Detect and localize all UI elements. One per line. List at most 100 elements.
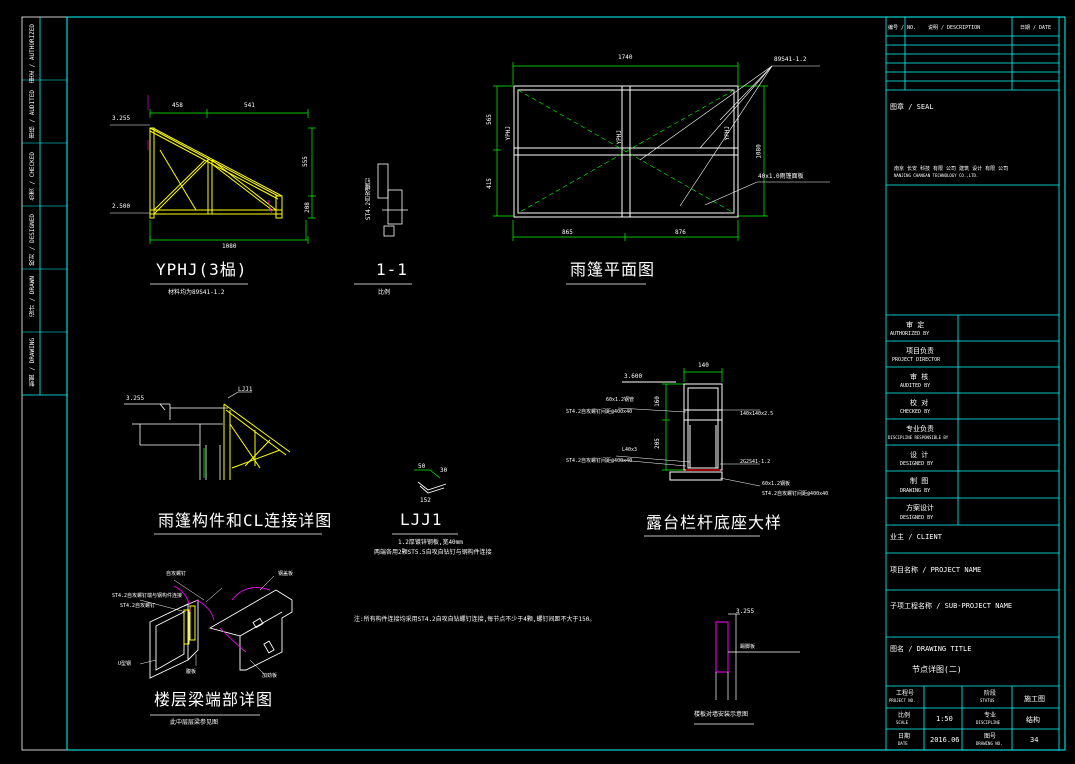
left-strip-label-2: 审核 / AUDITED [29,90,36,139]
tb-role-5-cn: 设 计 [910,451,929,459]
plan-label-2: YPHJ [505,126,512,141]
plan-label-3: YPHJ [616,130,623,145]
section-1-1-note: 比例 [378,289,391,296]
tb-bottom-0-label-en: PROJECT NO. [889,698,916,703]
ljj1-detail [392,469,458,535]
beam-label-3: ST4.2自攻螺钉 [120,603,156,609]
ljj1-note-2: 两端各用2颗ST5.5自攻自钻钉与钢构件连接 [374,549,492,556]
tb-client: 业主 / CLIENT [890,533,942,541]
tb-header-date: 日期 / DATE [1020,25,1052,31]
section-1-1 [354,163,412,285]
tb-bottom-0-label2: 阶段 [984,690,997,697]
tb-bottom-2-label-en: DATE [898,741,908,746]
tb-bottom-2-value2: 34 [1030,736,1039,744]
ljj1-note-1: 1.2厚镀锌钢板,宽40mm [398,539,463,546]
plan-title: 雨篷平面图 [570,260,656,279]
left-strip-label-1: 审定 / AUTHORIZED [29,24,36,83]
railing-level: 3.600 [624,373,643,380]
connection-title: 雨篷构件和CL连接详图 [158,511,333,530]
tb-header-description: 说明 / DESCRIPTION [928,25,981,31]
beam-end-detail [139,575,293,716]
connection-label: LJJ1 [238,386,253,393]
tb-header-no: 编号 / NO. [888,25,917,31]
tb-company: 南京 长安 科技 有限 公司 建筑 设计 有限 公司 [894,166,1009,172]
railing-title: 露台栏杆底座大样 [646,513,783,532]
plan-dim-6: 1080 [755,144,763,159]
ljj1-dim-3: 152 [420,497,431,504]
railing-label-2: ST4.2自攻螺钉间距@400x40 [566,409,633,415]
railing-dim-2: 205 [653,438,661,449]
plan-dim-2: 865 [562,229,573,236]
plan-dim-1: 1740 [618,54,633,61]
tb-sub-project: 子项工程名称 / SUB-PROJECT NAME [890,602,1013,610]
railing-dim-1: 160 [653,396,661,407]
beam-label-4: U型钢 [118,661,132,667]
railing-label-3: L40x3 [622,447,638,453]
railing-top-dim: 140 [698,362,709,369]
beam-end-note: 此中层层梁参见图 [170,719,219,726]
yphj-dim-1: 458 [172,102,183,109]
section-1-1-title: 1-1 [376,260,408,279]
tb-role-4-en: DISCIPLINE RESPONSIBLE BY [888,435,949,440]
ljj1-dim-1: 50 [418,463,426,470]
left-strip-label-3: 负责 / CHECKED [29,152,36,201]
yphj-level-1: 3.255 [112,115,131,122]
tb-role-7-en: DESIGNED BY [900,515,934,521]
tb-bottom-1-label-en: SCALE [896,720,909,725]
yphj-note: 材料均为89S41-1.2 [168,289,225,296]
tb-role-6-en: DRAWING BY [900,488,931,494]
plan-label-5: YPHJ [724,126,731,141]
tb-bottom-1-label: 比例 [898,712,911,719]
tb-role-6-cn: 制 图 [910,477,929,485]
plan-dim-5: 415 [485,178,493,189]
yphj-dim-5: 208 [303,202,311,213]
small-detail-level: 3.255 [736,608,755,615]
tb-role-2-cn: 审 核 [910,373,929,381]
connection-level: 3.255 [126,395,145,402]
left-strip-grid [22,79,67,333]
yphj-title: YPHJ(3榀) [156,260,248,279]
plan-label-4: 40x1.0雨篷面板 [758,173,804,180]
railing-label-4: ST4.2自攻螺钉间距@400x40 [566,458,633,464]
beam-label-1: 自攻螺钉 [166,571,187,577]
tb-bottom-2-label2: 图号 [984,733,997,740]
railing-label-6: 2G2S41-1.2 [740,459,771,465]
small-detail-title: 楼板对墙安装示意图 [694,711,749,718]
tb-drawing-title: 节点详图(二) [912,665,962,674]
yphj-dim-3: 1080 [222,243,237,250]
railing-detail [615,368,761,537]
beam-label-7: 加劲板 [262,673,278,679]
canopy-plan [493,62,830,285]
left-strip-label-6: 制图 / DRAWING [29,338,36,387]
tb-role-7-cn: 方案设计 [906,504,934,512]
tb-bottom-1-label2: 专业 [984,712,997,719]
ljj1-dim-2: 30 [440,467,448,474]
tb-role-5-en: DESIGNED BY [900,461,934,467]
tb-project-name: 项目名称 / PROJECT NAME [890,566,982,574]
tb-bottom-2-label2-en: DRAWING NO. [976,741,1003,746]
railing-label-8: ST4.2自攻螺钉间距@400x40 [762,491,829,497]
tb-role-0-en: AUTHORIZED BY [890,331,930,337]
railing-label-7: 60x1.2钢板 [762,481,791,487]
small-detail-label: 踢脚板 [740,644,756,650]
plan-dim-3: 876 [675,229,686,236]
section-1-1-label: ST4.2自攻螺钉 [365,178,372,221]
beam-label-5: 钢盖板 [278,571,294,577]
railing-label-1: 60x1.2钢管 [606,397,635,403]
tb-seal: 图章 / SEAL [890,103,934,111]
beam-label-2: ST4.2自攻螺钉端与钢构件连接 [112,593,183,599]
tb-bottom-2-label: 日期 [898,733,911,740]
general-note: 注:所有构件连接均采用ST4.2自攻自钻螺钉连接,每节点不少于4颗,螺钉间距不大… [354,616,596,623]
left-strip-label-5: 设计 / DRAWN [29,276,36,317]
tb-bottom-2-value: 2016.06 [930,736,960,744]
tb-role-1-cn: 项目负责 [906,347,934,355]
ljj1-title: LJJ1 [400,510,443,529]
yphj-dim-2: 541 [244,102,255,109]
tb-role-4-cn: 专业负责 [906,425,934,433]
plan-dim-4: 565 [485,114,493,125]
tb-role-2-en: AUDITED BY [900,383,931,389]
tb-drawing-title-label: 图名 / DRAWING TITLE [890,645,972,653]
plan-label-1: 89S41-1.2 [774,56,807,63]
yphj-truss [110,95,316,285]
